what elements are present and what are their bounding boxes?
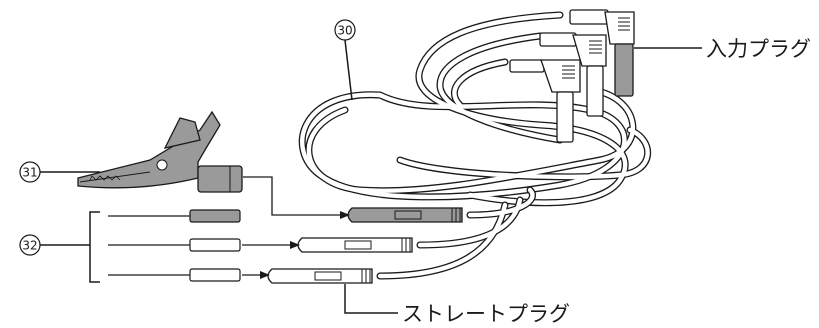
probe-white-1	[108, 238, 241, 252]
coiled-cable	[298, 11, 651, 207]
straight-plug-label: ストレートプラグ	[402, 302, 570, 326]
badge-clip-number: 31	[22, 166, 37, 180]
input-plug-label: 入力プラグ	[706, 37, 811, 61]
straight-plug-white-2	[267, 268, 373, 284]
input-plugs	[509, 9, 635, 143]
straight-plug-gray	[347, 207, 463, 223]
input-plug-top	[569, 9, 635, 97]
test-probes	[108, 209, 241, 282]
probe-gray	[108, 209, 241, 223]
badge-probes: 32	[19, 234, 41, 256]
straight-plugs	[267, 207, 463, 284]
badge-probes-number: 32	[22, 239, 37, 253]
connector-arrows	[242, 176, 350, 279]
input-plug-middle	[539, 32, 607, 117]
plug-cables	[376, 186, 536, 280]
leader-lines	[40, 39, 702, 314]
badge-cable: 30	[334, 19, 356, 41]
alligator-clip	[77, 110, 243, 193]
straight-plug-white-1	[297, 237, 413, 253]
badge-cable-number: 30	[337, 24, 352, 38]
input-plug-bottom	[509, 59, 581, 143]
badge-clip: 31	[19, 161, 41, 183]
probe-white-2	[108, 268, 241, 282]
